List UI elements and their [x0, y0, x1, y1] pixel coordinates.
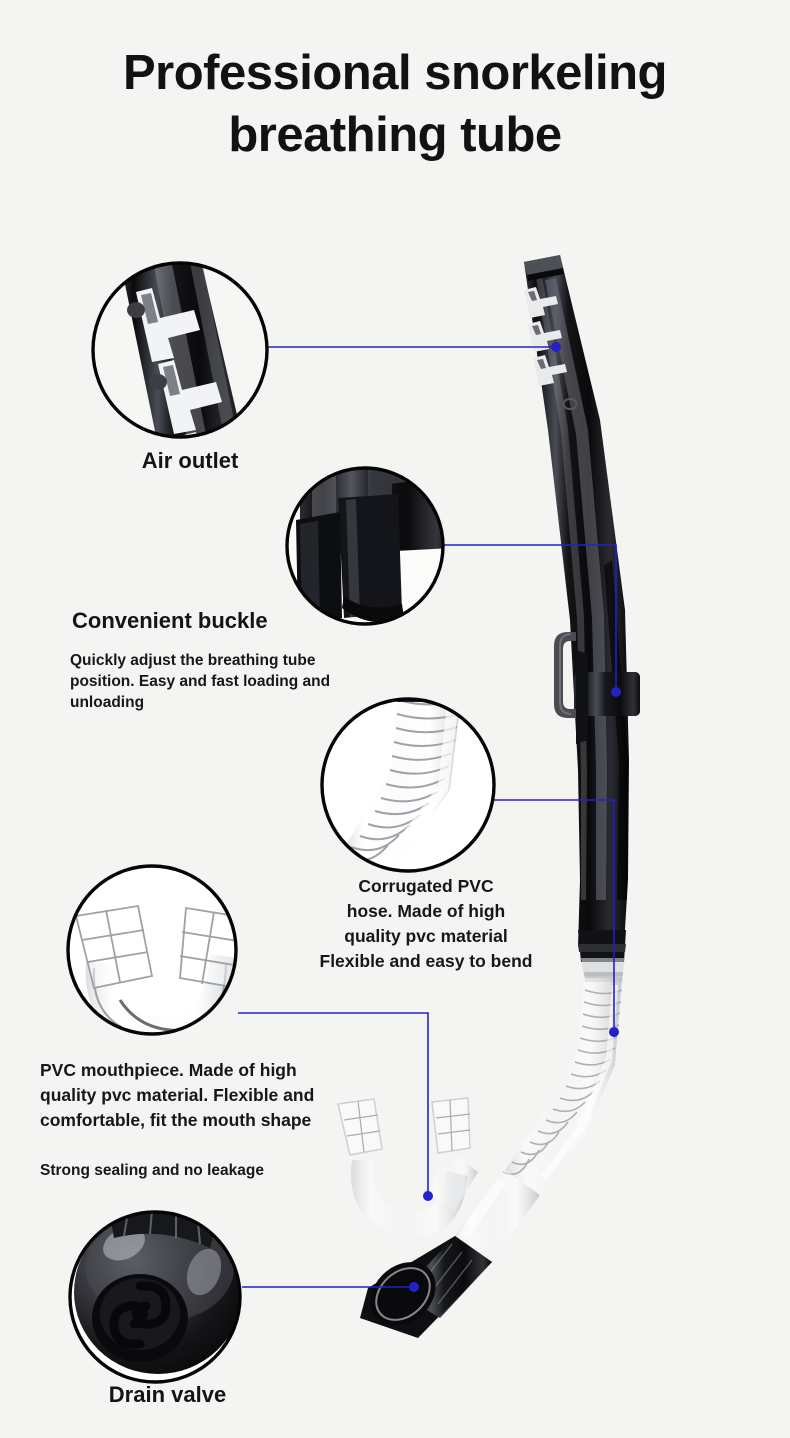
purge-valve-glyph [92, 1274, 188, 1362]
hose-desc-line-4: Flexible and easy to bend [319, 950, 533, 971]
leader-lines [238, 346, 617, 1288]
leader-buckle [444, 544, 617, 692]
hose-desc-line-3: quality pvc material [344, 925, 508, 946]
leader-mouthpiece [238, 1012, 429, 1196]
callout-drain-valve-detail [68, 1210, 242, 1384]
callout-description-convenient-buckle: Quickly adjust the breathing tube positi… [70, 652, 331, 712]
callout-subdescription-pvc-mouthpiece: Strong sealing and no leakage [40, 1162, 264, 1179]
tube-vent-hole [562, 398, 578, 410]
drain-valve-housing [360, 1236, 492, 1338]
page-title-line-2: breathing tube [228, 108, 562, 163]
hose-desc-line-2: hose. Made of high [346, 900, 506, 921]
page-title-line-1: Professional snorkeling [123, 46, 668, 100]
callout-description-corrugated-hose: Corrugated PVC hose. Made of high qualit… [285, 874, 567, 973]
callout-hose-detail [320, 697, 496, 873]
callout-air-outlet-detail [91, 261, 269, 439]
corrugated-clear-hose [502, 978, 623, 1195]
air-outlet-slots [524, 287, 567, 386]
callout-label-convenient-buckle: Convenient buckle [72, 608, 268, 633]
page-title: Professional snorkeling breathing tube [0, 42, 790, 166]
hose-desc-line-1: Corrugated PVC [358, 876, 494, 896]
leader-hose [494, 799, 615, 1032]
callout-mouthpiece-detail [66, 864, 238, 1036]
callout-description-pvc-mouthpiece: PVC mouthpiece. Made of high quality pvc… [40, 1060, 315, 1131]
callout-buckle-detail [285, 466, 445, 626]
tube-hose-connector [578, 930, 626, 982]
leader-end-dots [409, 342, 621, 1292]
strap-buckle [554, 632, 640, 744]
callout-label-air-outlet: Air outlet [141, 448, 239, 473]
clear-mouthpiece [337, 1097, 478, 1236]
callout-label-drain-valve: Drain valve [108, 1382, 227, 1407]
lower-clear-barrel [454, 1170, 540, 1262]
